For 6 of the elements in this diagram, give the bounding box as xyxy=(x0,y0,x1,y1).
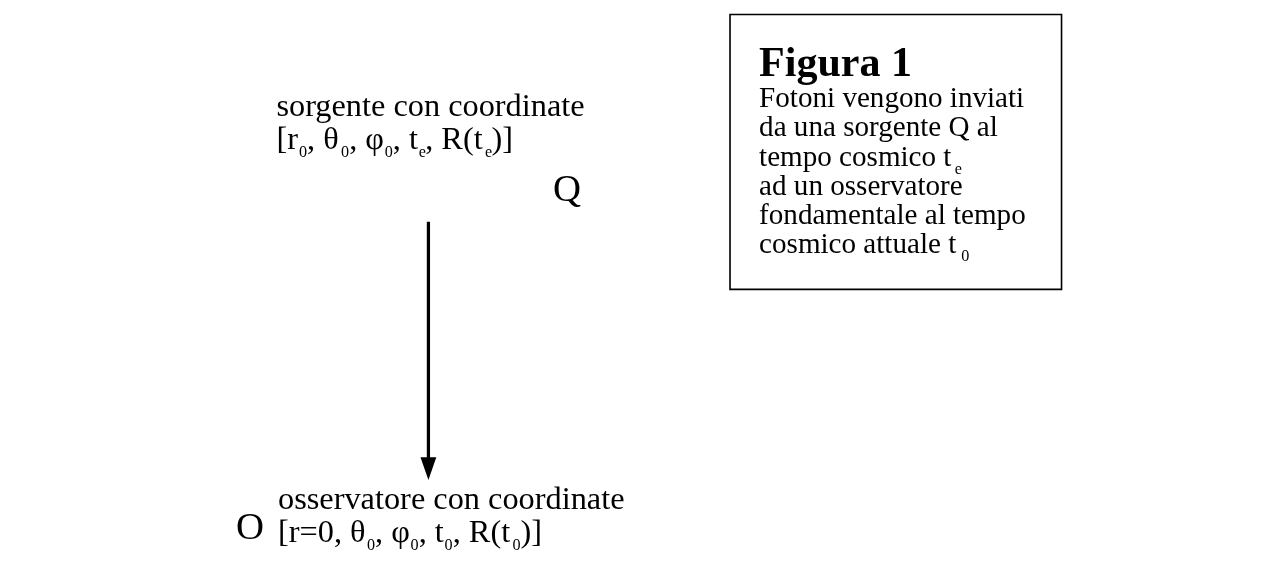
node-text: O xyxy=(235,503,265,547)
arrow xyxy=(420,221,437,480)
node-box: Figura 1 Fotoni vengono inviati da una sorgente Q al tempo cosmico t$_{e}$ ad un osservatore fondamentale al tempo cosmico attuale t$_{0}$ xyxy=(729,13,1063,291)
node-text: Q xyxy=(552,165,581,209)
node-label: sorgente con coordinate [r$_{0}$, θ$_{0}$, φ$_{0}$, t$_{e}$, R(t$_{e}$)] xyxy=(276,87,585,161)
node-label: osservatore con coordinate [r=0, θ$_{0}$, φ$_{0}$, t$_{0}$, R(t$_{0}$)] xyxy=(278,480,625,554)
